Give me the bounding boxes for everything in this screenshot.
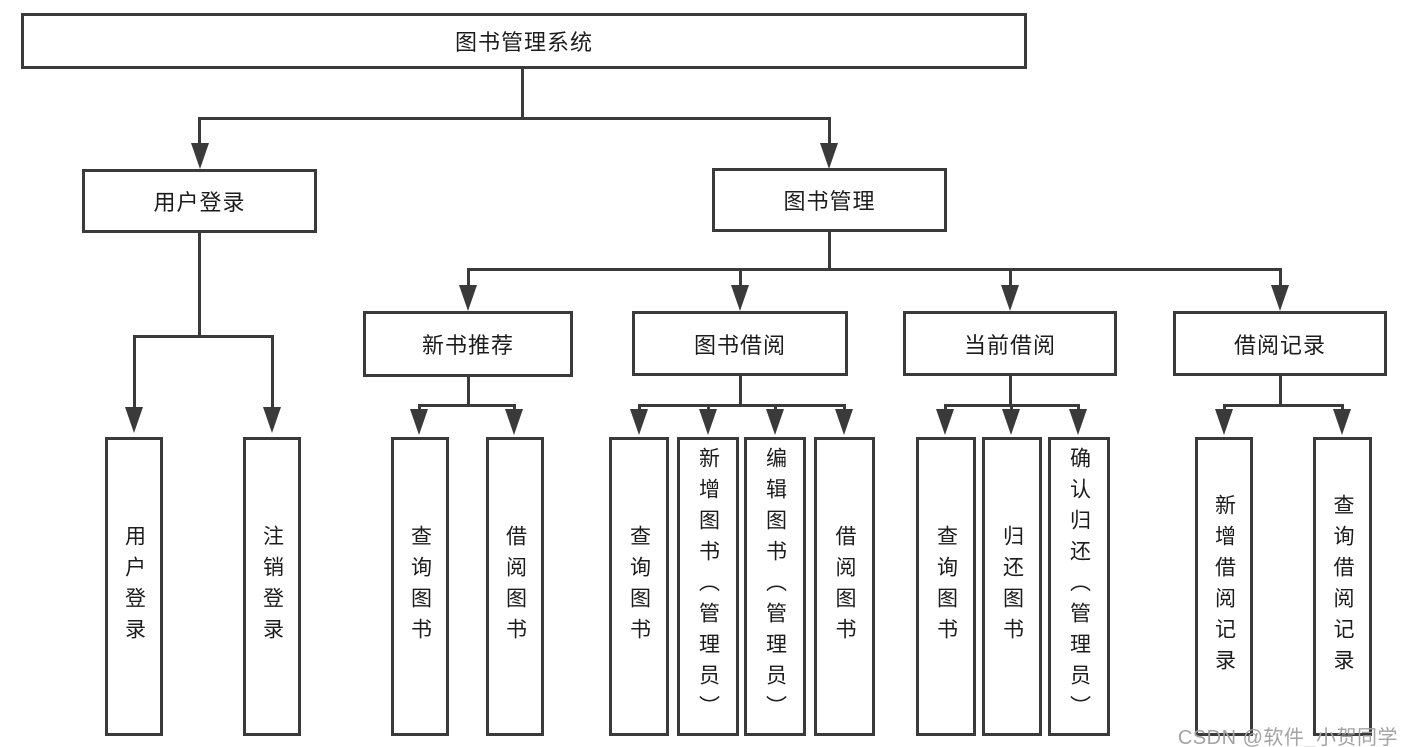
connector-login-drop xyxy=(132,338,136,409)
arrowhead-bb-add-icon xyxy=(699,409,717,435)
connector-borrow-drop xyxy=(738,271,742,287)
node-leaf-cb-return-books-label: 归还图书 xyxy=(1000,524,1024,649)
node-leaf-rec-borrow-books-box: 借阅图书 xyxy=(486,437,544,736)
node-leaf-br-add-record-label: 新增借阅记录 xyxy=(1212,493,1236,680)
connector-recommend-stem xyxy=(466,377,470,405)
arrowhead-bb-edit-icon xyxy=(766,409,784,435)
connector-user-login-rail xyxy=(132,335,274,338)
node-current-borrow-box: 当前借阅 xyxy=(903,311,1117,376)
arrowhead-borrow-icon xyxy=(731,285,749,311)
node-new-book-recommend-box: 新书推荐 xyxy=(363,311,573,377)
connector-user-login-stem xyxy=(198,233,201,337)
node-leaf-logout-box: 注销登录 xyxy=(243,437,301,736)
node-library-system-box: 图书管理系统 xyxy=(21,13,1027,69)
node-leaf-bb-query-books-box: 查询图书 xyxy=(609,437,669,736)
node-leaf-bb-edit-books-box: 编辑图书（管理员） xyxy=(744,437,806,736)
arrowhead-user-login-icon xyxy=(191,143,209,169)
node-leaf-br-query-record-box: 查询借阅记录 xyxy=(1313,437,1372,736)
connector-br-rail xyxy=(1222,404,1344,407)
arrowhead-cb-return-icon xyxy=(1002,409,1020,435)
node-book-borrow-box: 图书借阅 xyxy=(632,311,848,376)
connector-recommend-rail xyxy=(417,404,516,407)
arrowhead-recommend-icon xyxy=(459,285,477,311)
arrowhead-bb-borrow-icon xyxy=(835,409,853,435)
arrowhead-br-query-icon xyxy=(1333,409,1351,435)
arrowhead-rec-query-icon xyxy=(410,409,428,435)
connector-records-drop xyxy=(1278,271,1282,287)
node-leaf-cb-return-books-box: 归还图书 xyxy=(982,437,1042,736)
connector-cb-stem xyxy=(1008,376,1012,405)
connector-book-mgmt-stem xyxy=(827,232,831,268)
node-leaf-rec-query-books-label: 查询图书 xyxy=(408,524,432,649)
node-book-management-label: 图书管理 xyxy=(783,189,876,214)
node-current-borrow-label: 当前借阅 xyxy=(963,332,1056,358)
connector-cb-rail xyxy=(943,404,1080,407)
node-library-system-label: 图书管理系统 xyxy=(454,30,593,55)
node-leaf-cb-confirm-return-box: 确认归还（管理员） xyxy=(1048,437,1110,736)
arrowhead-records-icon xyxy=(1271,285,1289,311)
node-user-login-box: 用户登录 xyxy=(82,169,317,233)
node-book-borrow-label: 图书借阅 xyxy=(693,332,786,358)
arrowhead-cb-confirm-icon xyxy=(1069,409,1087,435)
connector-bb-stem xyxy=(738,376,742,405)
connector-root-stem xyxy=(520,68,524,117)
node-leaf-bb-add-books-box: 新增图书（管理员） xyxy=(677,437,739,736)
arrowhead-cb-query-icon xyxy=(936,409,954,435)
node-leaf-user-login-label: 用户登录 xyxy=(122,524,146,649)
connector-level1-rail xyxy=(198,117,831,120)
node-leaf-bb-query-books-label: 查询图书 xyxy=(627,524,651,649)
node-book-management-box: 图书管理 xyxy=(712,168,947,232)
node-leaf-cb-query-books-box: 查询图书 xyxy=(916,437,976,736)
csdn-watermark: CSDN @软件_小贺同学 xyxy=(1177,727,1398,747)
connector-bb-rail xyxy=(637,404,846,407)
node-user-login-label: 用户登录 xyxy=(153,190,246,215)
arrowhead-login-icon xyxy=(125,407,143,433)
node-leaf-user-login-box: 用户登录 xyxy=(105,437,163,736)
arrowhead-current-icon xyxy=(1001,285,1019,311)
node-leaf-bb-add-books-label: 新增图书（管理员） xyxy=(696,447,720,726)
node-leaf-bb-edit-books-label: 编辑图书（管理员） xyxy=(763,447,787,726)
node-leaf-logout-label: 注销登录 xyxy=(260,524,284,649)
node-leaf-bb-borrow-books-label: 借阅图书 xyxy=(833,524,856,649)
node-leaf-rec-query-books-box: 查询图书 xyxy=(391,437,449,736)
connector-br-stem xyxy=(1278,376,1282,405)
connector-level2-rail xyxy=(466,268,1282,271)
node-borrow-records-label: 借阅记录 xyxy=(1233,332,1326,358)
arrowhead-logout-icon xyxy=(263,407,281,433)
node-leaf-cb-query-books-label: 查询图书 xyxy=(934,524,958,649)
node-borrow-records-box: 借阅记录 xyxy=(1173,311,1387,376)
node-new-book-recommend-label: 新书推荐 xyxy=(421,333,514,358)
connector-recommend-drop xyxy=(466,271,470,287)
arrowhead-book-mgmt-icon xyxy=(820,143,838,169)
arrowhead-bb-query-icon xyxy=(630,409,648,435)
arrowhead-rec-borrow-icon xyxy=(505,409,523,435)
connector-logout-drop xyxy=(270,338,274,409)
node-leaf-cb-confirm-return-label: 确认归还（管理员） xyxy=(1067,447,1091,726)
connector-user-login-drop xyxy=(198,120,201,145)
arrowhead-br-add-icon xyxy=(1215,409,1233,435)
node-leaf-rec-borrow-books-label: 借阅图书 xyxy=(503,524,527,649)
node-leaf-bb-borrow-books-box: 借阅图书 xyxy=(814,437,875,736)
node-leaf-br-add-record-box: 新增借阅记录 xyxy=(1195,437,1253,736)
node-leaf-br-query-record-label: 查询借阅记录 xyxy=(1331,493,1354,680)
connector-current-drop xyxy=(1008,271,1012,287)
connector-book-mgmt-drop xyxy=(827,120,831,145)
